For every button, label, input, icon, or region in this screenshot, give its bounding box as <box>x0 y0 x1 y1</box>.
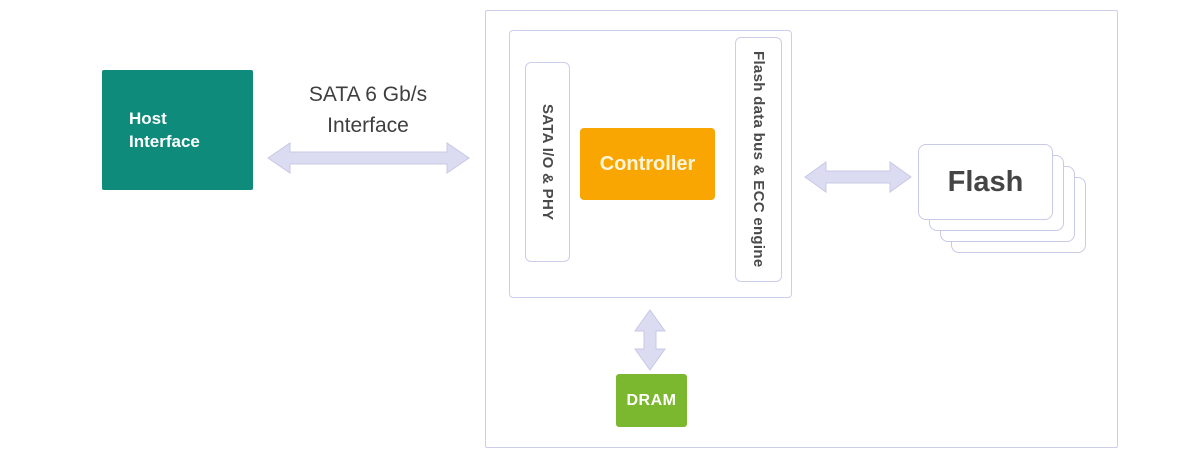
host-interface-box: Host Interface <box>102 70 253 190</box>
flash-data-bus-ecc-box: Flash data bus & ECC engine <box>735 37 782 282</box>
controller-box: Controller <box>580 128 715 200</box>
controller-label: Controller <box>599 152 696 175</box>
sata-io-phy-box: SATA I/O & PHY <box>525 62 570 262</box>
host-interface-label-line1: Host <box>129 109 167 128</box>
sata-interface-label-line1: SATA 6 Gb/s <box>308 83 428 106</box>
package-to-flash-bidirectional-arrow-icon <box>804 160 912 194</box>
flash-label: Flash <box>947 165 1024 198</box>
sata-interface-label: SATA 6 Gb/s Interface <box>268 79 468 141</box>
flash-data-bus-ecc-label: Flash data bus & ECC engine <box>750 51 767 268</box>
controller-to-dram-bidirectional-arrow-icon <box>633 309 667 371</box>
host-interface-label-line2: Interface <box>129 132 200 151</box>
flash-card-front: Flash <box>918 144 1053 220</box>
dram-box: DRAM <box>616 374 687 427</box>
sata-interface-label-line2: Interface <box>327 114 409 137</box>
dram-label: DRAM <box>626 391 677 409</box>
sata-io-phy-label: SATA I/O & PHY <box>539 103 556 221</box>
host-to-ssd-bidirectional-arrow-icon <box>267 141 470 175</box>
